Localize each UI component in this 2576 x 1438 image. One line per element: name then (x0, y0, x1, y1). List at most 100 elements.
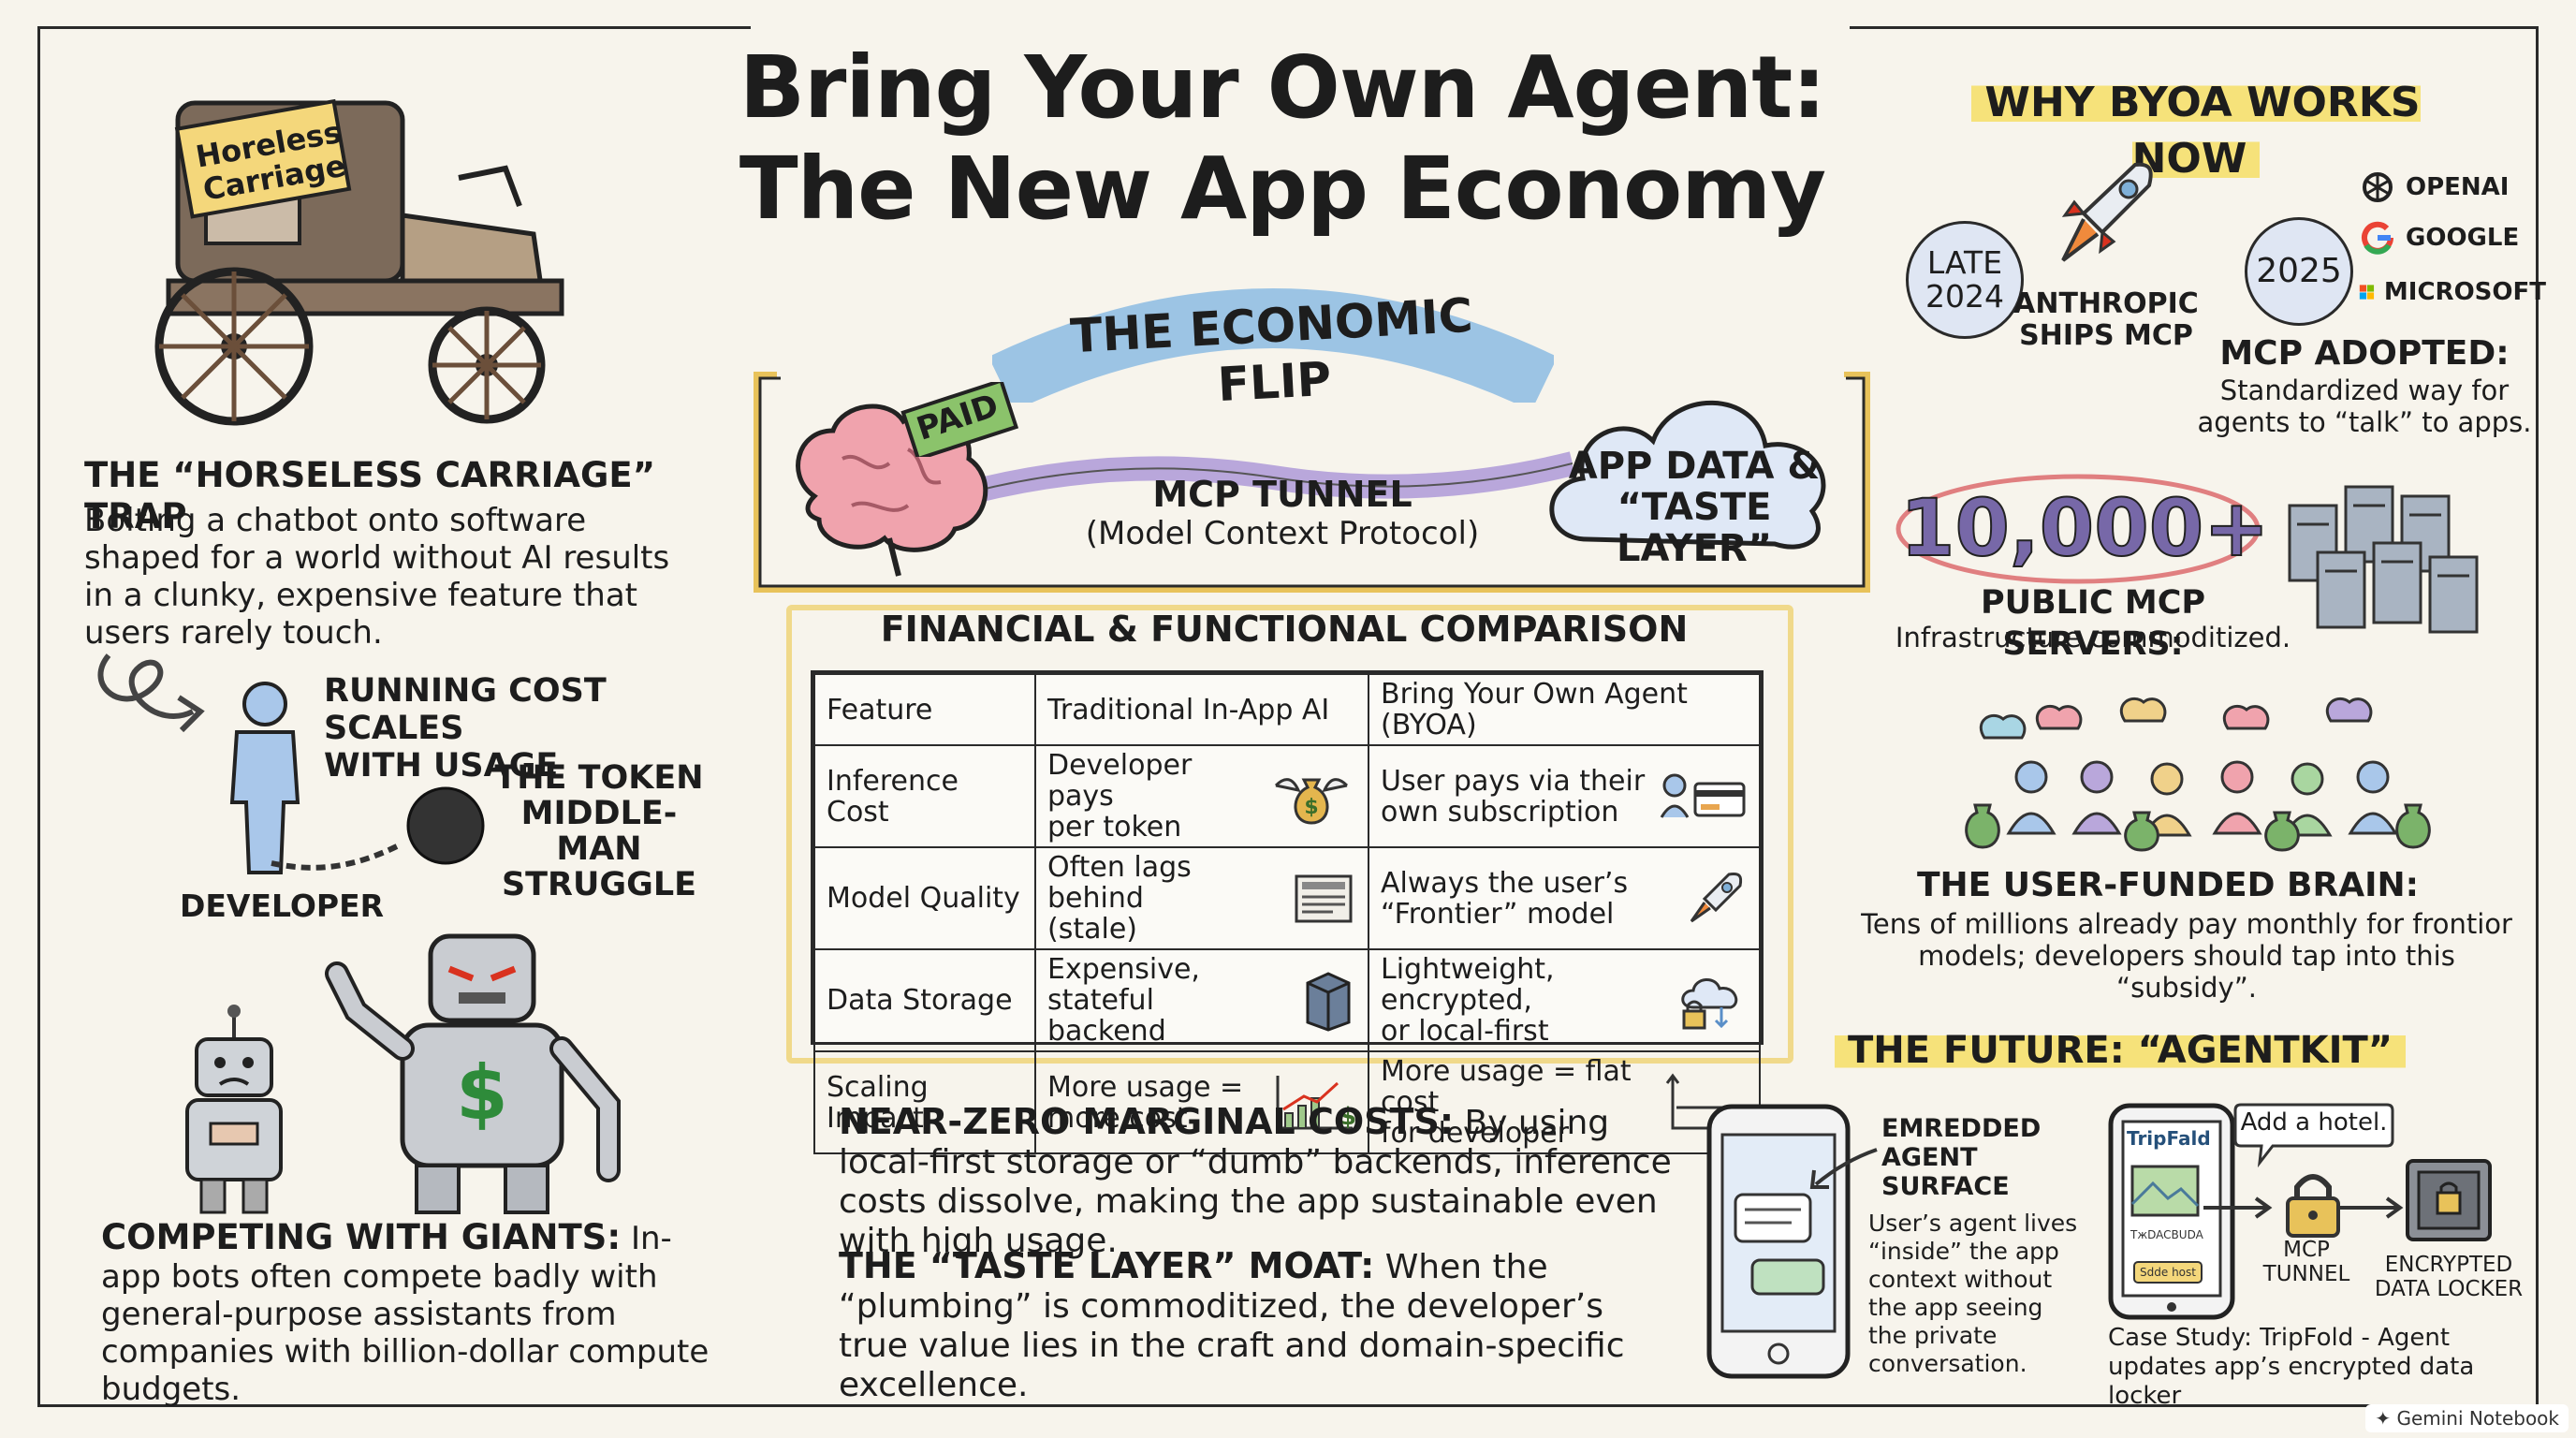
cell-line: or local-first (1381, 1015, 1549, 1048)
tripfold-small-text: TжDACBUDA (2130, 1228, 2203, 1241)
user-crowd-icon (1965, 697, 2431, 852)
footer-text: Gemini Notebook (2396, 1407, 2559, 1430)
late-2024-line-2: 2024 (1925, 278, 2004, 315)
gemini-spark-icon: ✦ (2375, 1407, 2392, 1430)
running-cost-line-2: WITH USAGE (324, 747, 559, 785)
rocket-launch-icon (2061, 162, 2153, 262)
locker-label: ENCRYPTED DATA LOCKER (2366, 1253, 2531, 1301)
cloud-line-2: “TASTE LAYER” (1617, 486, 1772, 570)
brain-body-line-1: Tens of millions already pay monthly for… (1861, 908, 2512, 940)
year-2025-badge: 2025 (2245, 217, 2353, 326)
mcp-tunnel-line-2: TUNNEL (2262, 1262, 2350, 1286)
servers-count-oval (1895, 474, 2261, 584)
pointer-arrow-icon (1809, 1148, 1878, 1189)
cell-line: backend (1047, 1015, 1166, 1048)
developer-figure-icon (229, 682, 485, 874)
future-heading: THE FUTURE: “AGENTKIT” (1835, 1024, 2407, 1077)
giants-body: In-app bots often compete badly with gen… (101, 1220, 710, 1408)
title-line-1: Bring Your Own Agent: (739, 37, 1826, 138)
company-name: GOOGLE (2406, 224, 2520, 252)
company-openai: OPENAI (2359, 165, 2546, 210)
adopted-body-line-2: agents to “talk” to apps. (2197, 406, 2532, 438)
giants-text: COMPETING WITH GIANTS: In-app bots often… (101, 1217, 719, 1408)
row-byoa: Lightweight, encrypted,or local-first (1368, 948, 1761, 1052)
cell-line: Expensive, stateful (1047, 953, 1200, 1017)
anthropic-label: ANTHROPIC SHIPS MCP (2012, 288, 2200, 352)
company-list: OPENAI GOOGLE MICROSOFT (2359, 165, 2546, 318)
developer-label: DEVELOPER (180, 888, 385, 924)
frame-top-right (1850, 26, 2539, 29)
token-struggle-line-1: THE TOKEN (494, 759, 704, 797)
token-struggle-line-3: STRUGGLE (501, 866, 697, 903)
cell-line: own subscription (1381, 795, 1619, 829)
embedded-line-3: SURFACE (1881, 1172, 2010, 1201)
table-row: Model Quality Often lags behind(stale) A… (813, 846, 1761, 950)
company-name: MICROSOFT (2383, 278, 2546, 306)
company-google: GOOGLE (2359, 210, 2546, 266)
server-box-icon (1306, 971, 1351, 1032)
late-2024-line-1: LATE (1926, 244, 2003, 281)
user-card-icon (1660, 773, 1746, 818)
title-line-2: The New App Economy (739, 139, 1826, 239)
case-study-caption: Case Study: TripFold - Agent updates app… (2108, 1324, 2529, 1411)
server-rack-icon (2288, 485, 2479, 634)
embedded-body-line: the app seeing (1868, 1294, 2043, 1321)
future-heading-text: THE FUTURE: “AGENTKIT” (1835, 1029, 2407, 1072)
mcp-tunnel-label: MCP TUNNEL (2250, 1238, 2363, 1286)
marginal-heading: NEAR-ZERO MARGINAL COSTS: (839, 1101, 1455, 1142)
svg-text:$: $ (456, 1049, 508, 1137)
table-header-byoa: Bring Your Own Agent (BYOA) (1368, 673, 1761, 746)
tunnel-label: MCP TUNNEL (1152, 474, 1412, 515)
trap-heading: THE “HORSELESS CARRIAGE” TRAP (84, 455, 656, 536)
cell-line: Developer pays (1047, 749, 1193, 813)
footer-watermark: ✦ Gemini Notebook (2365, 1404, 2569, 1432)
table-header-traditional: Traditional In-App AI (1034, 673, 1369, 746)
cell-line: More usage = (1047, 1070, 1244, 1104)
embedded-body-line: the private (1868, 1322, 1998, 1349)
tripfold-logo: TripFald (2127, 1127, 2211, 1150)
brain-body-line-2: models; developers should tap into this … (1918, 940, 2455, 1004)
openai-icon (2363, 172, 2393, 202)
flip-bracket (754, 372, 1870, 593)
page-title: Bring Your Own Agent: The New App Econom… (711, 37, 1853, 240)
servers-heading: PUBLIC MCP SERVERS: (1980, 584, 2206, 663)
embedded-body-line: User’s agent lives (1868, 1210, 2078, 1237)
row-feature: Scaling Impact (813, 1050, 1036, 1154)
brain-body: Tens of millions already pay monthly for… (1859, 908, 2514, 1004)
moat-heading: THE “TASTE LAYER” MOAT: (839, 1245, 1375, 1286)
rocket-icon (1690, 872, 1743, 922)
mcp-tunnel-line-1: MCP (2283, 1238, 2330, 1262)
adopted-body-line-1: Standardized way for (2219, 374, 2510, 406)
why-heading-text: WHY BYOA WORKS NOW (1971, 79, 2421, 183)
embedded-line-1: EMREDDED (1881, 1114, 2042, 1143)
row-feature: Data Storage (813, 948, 1036, 1052)
brain-heading: THE USER-FUNDED BRAIN: (1916, 866, 2419, 904)
robots-icon: $ (185, 933, 621, 1214)
row-byoa: Always the user’s“Frontier” model (1368, 846, 1761, 950)
row-traditional: More usage =more cost $ (1034, 1050, 1369, 1154)
frame-top-left (37, 26, 751, 29)
microsoft-icon (2359, 285, 2375, 300)
google-icon (2362, 221, 2393, 255)
trap-body: Bolting a chatbot onto software shaped f… (84, 502, 670, 652)
paid-tag-shape (900, 382, 1018, 457)
table-row: Scaling Impact More usage =more cost $ M… (813, 1050, 1761, 1154)
cell-line: More usage = flat cost (1381, 1055, 1632, 1119)
frame-bottom (37, 1404, 2539, 1407)
cloud-icon (1549, 400, 1826, 550)
running-cost-line-1: RUNNING COST SCALES (324, 672, 607, 747)
tunnel-label-block: MCP TUNNEL (Model Context Protocol) (1076, 474, 1488, 552)
rising-cost-chart-icon: $ (1276, 1075, 1356, 1131)
cell-line: Always the user’s (1381, 866, 1629, 900)
squiggle-arrow-icon (97, 653, 205, 733)
row-traditional: Often lags behind(stale) (1034, 846, 1369, 950)
why-heading: WHY BYOA WORKS NOW (1915, 75, 2477, 187)
servers-body: Infrastructure commoditized. (1895, 622, 2291, 653)
money-bag-wings-icon: $ (1274, 777, 1349, 825)
running-cost-label: RUNNING COST SCALES WITH USAGE (324, 672, 717, 785)
add-hotel-bubble: Add a hotel. (2240, 1108, 2388, 1137)
